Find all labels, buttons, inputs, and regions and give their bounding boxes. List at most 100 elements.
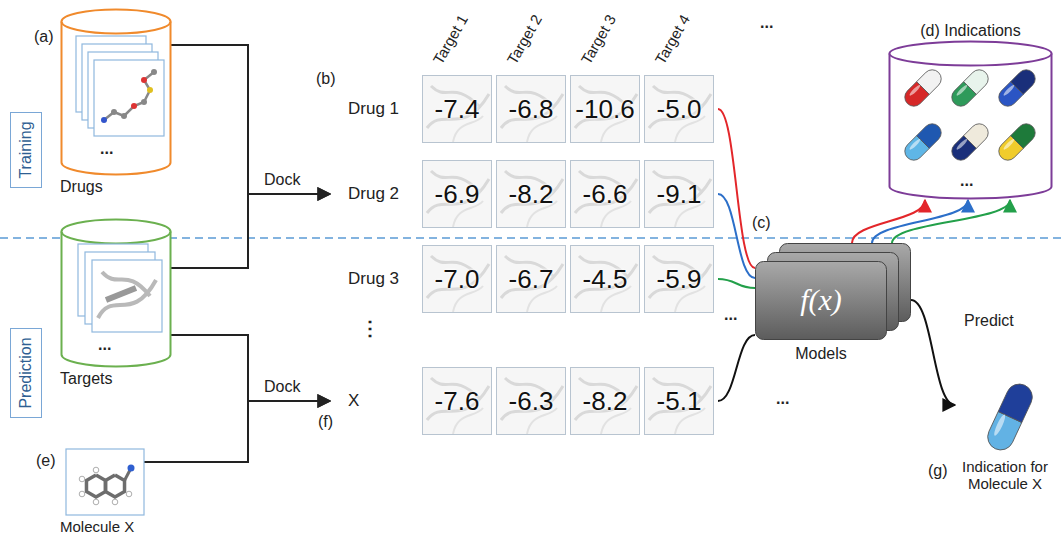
- score-cell: -5.0: [644, 75, 714, 143]
- connector: [718, 109, 755, 268]
- structure-card: [94, 60, 164, 136]
- score-cell: -5.1: [644, 367, 714, 435]
- score-cell: -8.2: [570, 367, 640, 435]
- hydrogen: [93, 499, 99, 505]
- protein-ribbon: [98, 280, 156, 318]
- atom: [147, 87, 153, 93]
- hydrogen: [112, 499, 118, 505]
- node-label: -10.6: [571, 76, 639, 142]
- label-holder: (b): [316, 70, 336, 88]
- capsule: [995, 66, 1039, 110]
- node-label: -6.3: [497, 368, 565, 434]
- node-label: -7.4: [423, 76, 491, 142]
- label-holder: ...: [98, 336, 111, 354]
- column-header: Target 2: [503, 12, 545, 67]
- label-holder: ...: [760, 14, 773, 32]
- score-cell: -6.3: [496, 367, 566, 435]
- model-card: [756, 262, 887, 340]
- atom: [121, 113, 127, 119]
- capsule: [983, 380, 1036, 454]
- node-label: Drug 2: [330, 160, 414, 228]
- score-cell: -6.6: [570, 160, 640, 228]
- hydrogen: [79, 491, 85, 497]
- score-row: Drug 1-7.4-6.8-10.6-5.0: [330, 75, 718, 143]
- node-label: -7.0: [423, 246, 491, 312]
- score-cell: -6.9: [422, 160, 492, 228]
- hydrogen: [126, 491, 132, 497]
- model-stack: f(x) Models: [755, 243, 911, 363]
- node-label: (d) Indications: [888, 22, 1053, 40]
- pill-icon: Indication for Molecule X: [955, 378, 1055, 492]
- cylinder-body: [890, 54, 1052, 199]
- label-holder: (g): [928, 462, 948, 480]
- column-header: Target 1: [429, 12, 471, 67]
- ellipsis-mark: ...: [776, 390, 789, 408]
- model-function: f(x): [755, 261, 887, 339]
- capsule: [901, 120, 945, 164]
- capsule: [901, 66, 945, 110]
- node-label: Molecule X: [60, 518, 134, 535]
- node-label: Training: [17, 121, 35, 178]
- node-label: -7.6: [423, 368, 491, 434]
- score-row: Drug 3-7.0-6.7-4.5-5.9: [330, 245, 718, 313]
- label-holder: Target 2: [518, 50, 572, 68]
- ellipsis-mark: ...: [98, 336, 111, 354]
- label-holder: Target 1: [444, 50, 498, 68]
- node-label: -9.1: [645, 161, 713, 227]
- label-holder: ...: [776, 390, 789, 408]
- score-cell: -7.6: [422, 367, 492, 435]
- node-label: X: [330, 367, 414, 435]
- ring: [86, 475, 105, 497]
- node-label: Drugs: [60, 178, 103, 196]
- phase-box: Prediction: [10, 328, 42, 418]
- capsule: [995, 120, 1039, 164]
- score-cell: -7.0: [422, 245, 492, 313]
- illustration: [60, 448, 150, 516]
- edge-label: Predict: [962, 312, 1016, 330]
- connector: [892, 200, 1010, 243]
- protein-ribbon: [106, 288, 136, 300]
- score-cell: -8.2: [496, 160, 566, 228]
- node-label: -5.9: [645, 246, 713, 312]
- edge-label-holder: Predict: [962, 312, 1016, 330]
- database-cylinder: Drugs: [60, 8, 103, 196]
- ring: [105, 475, 124, 497]
- score-cell: -7.4: [422, 75, 492, 143]
- node-label: Models: [755, 345, 887, 363]
- atom: [141, 77, 147, 83]
- atom: [131, 103, 137, 109]
- cylinder-body: [62, 22, 171, 175]
- panel-letter: (g): [928, 462, 948, 480]
- edge-label-holder: Dock: [262, 171, 302, 189]
- nitrogen: [128, 465, 135, 472]
- node-label: Drug 3: [330, 245, 414, 313]
- label-holder: ...: [724, 306, 737, 324]
- label-holder: ...: [100, 140, 113, 158]
- node-label: -5.1: [645, 368, 713, 434]
- edge-label: Dock: [262, 171, 302, 189]
- capsule: [948, 66, 992, 110]
- atom: [111, 109, 117, 115]
- illustration: [60, 8, 172, 176]
- ellipsis-mark: ...: [724, 306, 737, 324]
- atom: [101, 117, 107, 123]
- database-cylinder: Targets: [60, 218, 112, 388]
- label-holder: (c): [752, 214, 771, 232]
- node-label: -4.5: [571, 246, 639, 312]
- node-label: -6.6: [571, 161, 639, 227]
- hydrogen: [79, 476, 85, 482]
- molecule-card: Molecule X: [60, 448, 134, 535]
- atom: [141, 99, 147, 105]
- score-cell: -9.1: [644, 160, 714, 228]
- bond: [125, 470, 131, 481]
- node-label: -6.7: [497, 246, 565, 312]
- molecule-bonds: [104, 72, 154, 120]
- connector: [134, 401, 330, 462]
- edge-label-holder: Dock: [262, 378, 302, 396]
- node-label: Drug 1: [330, 75, 414, 143]
- cylinder-top: [62, 220, 171, 244]
- atom: [151, 69, 157, 75]
- cylinder-body: [62, 232, 171, 367]
